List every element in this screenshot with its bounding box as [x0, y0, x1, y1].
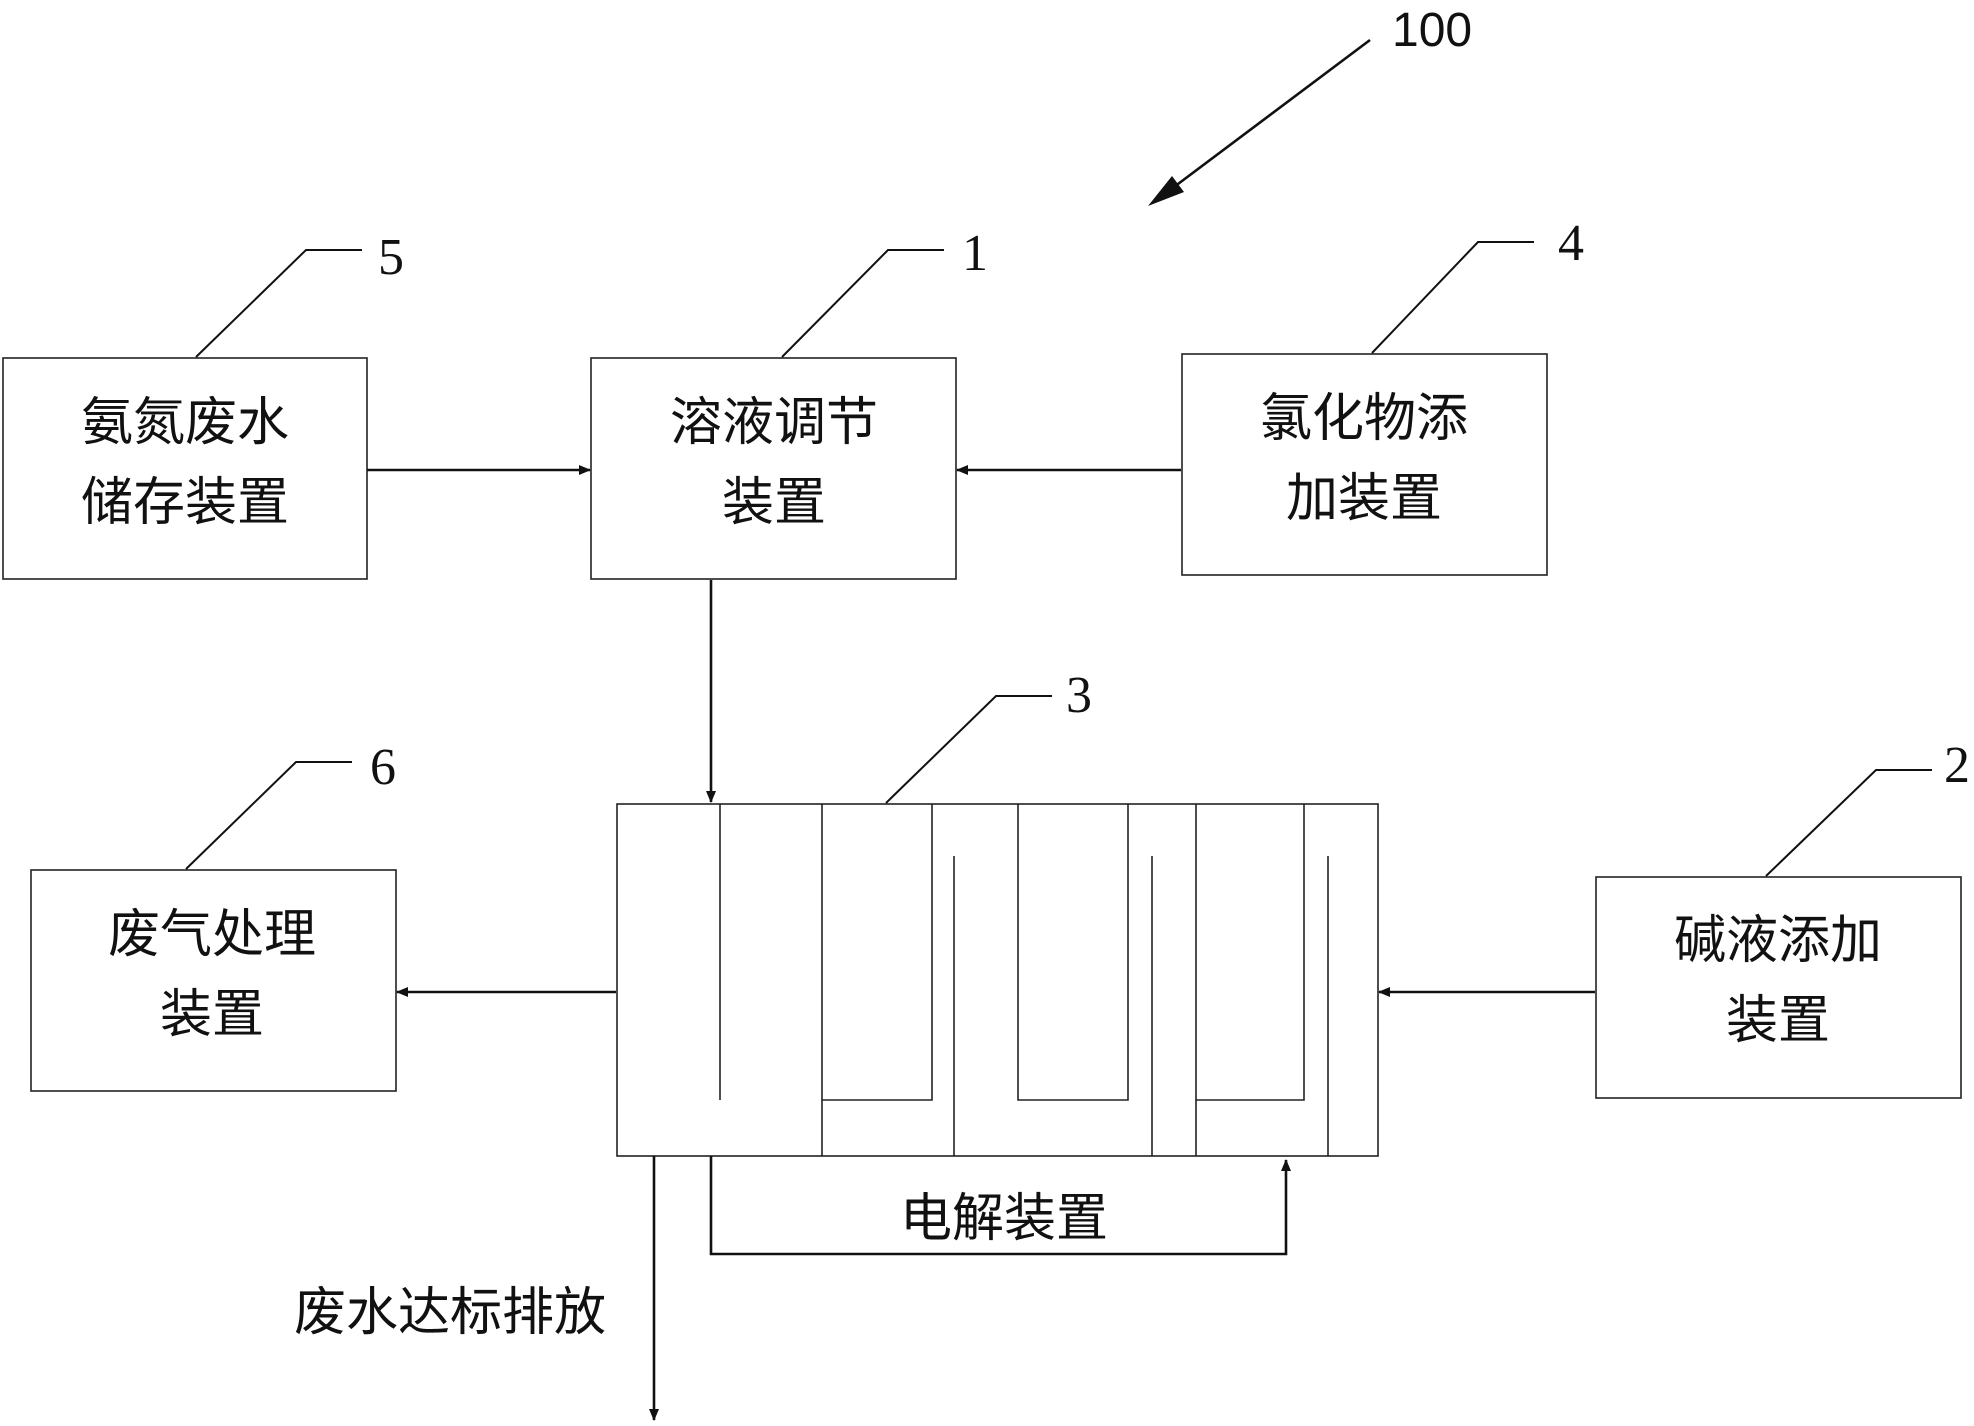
storage-ref-number: 5: [378, 229, 404, 286]
storage-box: 氨氮废水 储存装置: [2, 357, 368, 580]
regulator-ref-number: 1: [962, 225, 988, 282]
exhaust-ref-leader: [185, 761, 352, 870]
regulator-ref-leader: [781, 249, 944, 358]
electrolysis-ref-number: 3: [1066, 667, 1092, 724]
figure-pointer-arrowhead: [1148, 176, 1184, 206]
electrolysis-device: [616, 803, 1379, 1157]
chamber-wall-1: [821, 804, 933, 1101]
storage-box-line2: 储存装置: [81, 473, 289, 533]
exhaust-box: 废气处理 装置: [30, 869, 397, 1092]
figure-pointer-line: [1161, 38, 1371, 198]
alkali-ref-leader: [1765, 769, 1932, 877]
storage-ref-leader: [195, 249, 362, 358]
alkali-ref-number: 2: [1944, 737, 1970, 794]
figure-number: 100: [1392, 4, 1472, 57]
chloride-ref-number: 4: [1558, 215, 1584, 272]
exhaust-box-line2: 装置: [160, 985, 264, 1045]
chloride-box-line1: 氯化物添: [1260, 389, 1468, 449]
exhaust-box-line1: 废气处理: [108, 905, 316, 965]
regulator-box: 溶液调节 装置: [590, 357, 957, 580]
chloride-ref-leader: [1371, 241, 1534, 354]
regulator-box-line2: 装置: [722, 473, 826, 533]
storage-box-line1: 氨氮废水: [81, 393, 289, 453]
recirculation-loop-arrow: [709, 1156, 1291, 1256]
chloride-box: 氯化物添 加装置: [1181, 353, 1548, 576]
discharge-label: 废水达标排放: [294, 1283, 606, 1343]
alkali-box-line1: 碱液添加: [1674, 911, 1882, 971]
chamber-wall-2: [1017, 804, 1129, 1101]
exhaust-ref-number: 6: [370, 739, 396, 796]
alkali-box: 碱液添加 装置: [1595, 876, 1962, 1099]
chamber-wall-3: [1195, 804, 1305, 1101]
electrolysis-label: 电解装置: [900, 1189, 1108, 1249]
electrolysis-tank: [616, 803, 1379, 1157]
regulator-box-line1: 溶液调节: [670, 393, 878, 453]
chloride-box-line2: 加装置: [1286, 469, 1442, 529]
alkali-box-line2: 装置: [1726, 991, 1830, 1051]
electrolysis-ref-leader: [885, 695, 1052, 804]
